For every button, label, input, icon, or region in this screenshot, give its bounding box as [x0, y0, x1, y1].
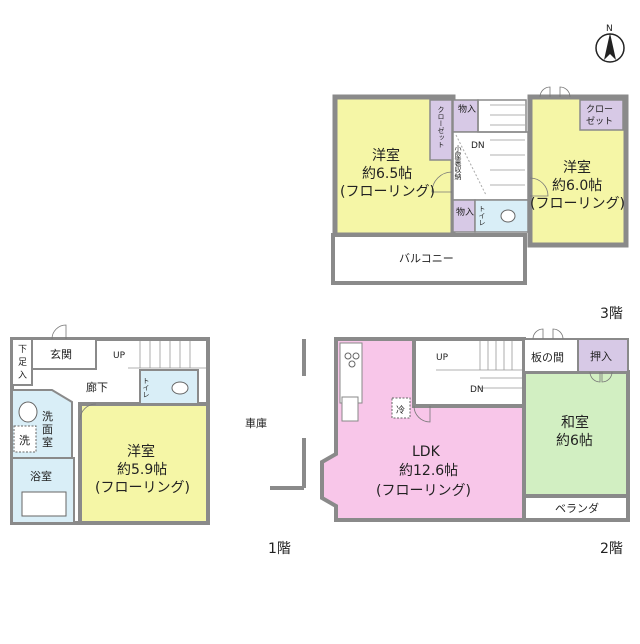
f1-toilet-icon — [171, 381, 189, 395]
f2-veranda — [522, 494, 630, 522]
f2-fridge-label: 冷 — [396, 404, 405, 416]
f1-entrance-door-icon — [51, 324, 67, 340]
f3-closet-east-label-2: ゼット — [586, 115, 613, 127]
f1-getabako-2: 足 — [18, 357, 27, 368]
north-arrow-icon: N — [595, 24, 625, 63]
f2-window-door-icon — [413, 328, 613, 423]
f2-fridge — [391, 397, 411, 419]
f2-itanoma — [523, 338, 579, 373]
f2-veranda-label: ベランダ — [555, 501, 599, 515]
floor-3: クローゼット 物入 DN 小屋裏収納 物入 トイレ クロー ゼット — [331, 86, 629, 285]
f1-washbasin-icon — [18, 401, 38, 423]
f3-attic-diag — [455, 134, 487, 196]
f3-storage-bot-label: 物入 — [456, 206, 474, 218]
f1-washer-label: 洗 — [19, 434, 30, 447]
f3-east-door-icon — [539, 86, 571, 98]
f3-stair — [452, 131, 529, 201]
f3-attic-label: 小屋裏収納 — [454, 144, 462, 181]
f3-balcony — [331, 233, 527, 285]
f3-closet-west-label: クローゼット — [437, 106, 445, 148]
f2-itanoma-label: 板の間 — [531, 350, 564, 364]
f1-bath-label: 浴室 — [30, 469, 52, 483]
f2-kitchen-counter — [339, 342, 363, 404]
f2-oshiire-label: 押入 — [590, 349, 612, 363]
f3-storage-top-label: 物入 — [458, 103, 476, 115]
f1-room-name: 洋室 — [127, 443, 155, 460]
f3-west-name: 洋室 — [372, 147, 400, 164]
f2-stair — [412, 337, 526, 408]
f2-ldk-size: 約12.6帖 — [399, 463, 458, 479]
f2-washitsu-name: 和室 — [561, 414, 589, 431]
f1-room-size: 約5.9帖 — [117, 462, 167, 478]
f3-toilet-icon — [500, 209, 516, 223]
floor-2-label: 2階 — [600, 541, 623, 557]
f2-ldk-floor: (フローリング) — [376, 483, 471, 499]
f1-room-floor: (フローリング) — [95, 480, 190, 496]
f3-stair-top — [477, 99, 527, 133]
garage-walls — [270, 339, 306, 490]
f3-balcony-label: バルコニー — [399, 252, 454, 265]
f2-stair-treads — [436, 341, 522, 389]
f1-bathtub-icon — [21, 491, 67, 517]
f2-up-label: UP — [436, 353, 449, 363]
f1-getabako-1: 下 — [18, 345, 27, 355]
f3-east-floor: (フローリング) — [530, 196, 625, 212]
f3-west-size: 約6.5帖 — [362, 166, 412, 182]
f2-oshiire — [577, 338, 629, 373]
floor-3-label: 3階 — [600, 306, 623, 322]
f3-stair-treads — [490, 104, 525, 186]
f1-genkan — [31, 338, 97, 370]
f2-stove-icon — [344, 352, 352, 360]
f3-dn-label: DN — [471, 141, 485, 151]
f1-senmen-2: 面 — [42, 423, 53, 436]
f1-up-label: UP — [113, 351, 126, 361]
f1-senmen-3: 室 — [42, 435, 53, 449]
f1-hall-label: 廊下 — [86, 380, 108, 394]
f3-closet-east — [579, 99, 624, 131]
f2-washitsu-size: 約6帖 — [556, 433, 593, 449]
f2-sink-icon — [341, 396, 359, 422]
f3-east-inner-door-icon — [529, 177, 549, 197]
f1-stair-treads — [128, 341, 206, 369]
f3-closet-east-label-1: クロー — [586, 104, 613, 115]
floor-2: 冷 UP DN 板の間 押入 ベランダ LDK 約12 — [320, 328, 630, 522]
floor-1: 下 足 入 玄関 UP 廊下 トイレ 洗 面 室 洗 浴室 洋室 — [10, 324, 210, 525]
f1-senmen-1: 洗 — [42, 410, 53, 423]
f3-west-floor: (フローリング) — [340, 184, 435, 200]
f2-ldk-name: LDK — [412, 444, 441, 460]
f1-toilet-label: トイレ — [142, 377, 150, 398]
garage-label: 車庫 — [245, 416, 267, 430]
f3-west-door-icon — [431, 171, 453, 193]
f1-genkan-label: 玄関 — [50, 347, 72, 361]
f1-washer-icon — [13, 425, 37, 453]
f2-washitsu — [522, 370, 630, 498]
f3-toilet-label: トイレ — [478, 205, 486, 226]
f3-closet-west — [429, 99, 453, 161]
f1-room-door-icon — [79, 403, 97, 421]
floor-1-label: 1階 — [268, 541, 291, 557]
north-label: N — [606, 24, 613, 34]
f1-getabako-3: 入 — [18, 370, 27, 381]
f2-dn-label: DN — [470, 385, 484, 395]
f3-east-size: 約6.0帖 — [552, 178, 602, 194]
f1-room — [78, 402, 210, 525]
f3-east-name: 洋室 — [563, 159, 591, 176]
